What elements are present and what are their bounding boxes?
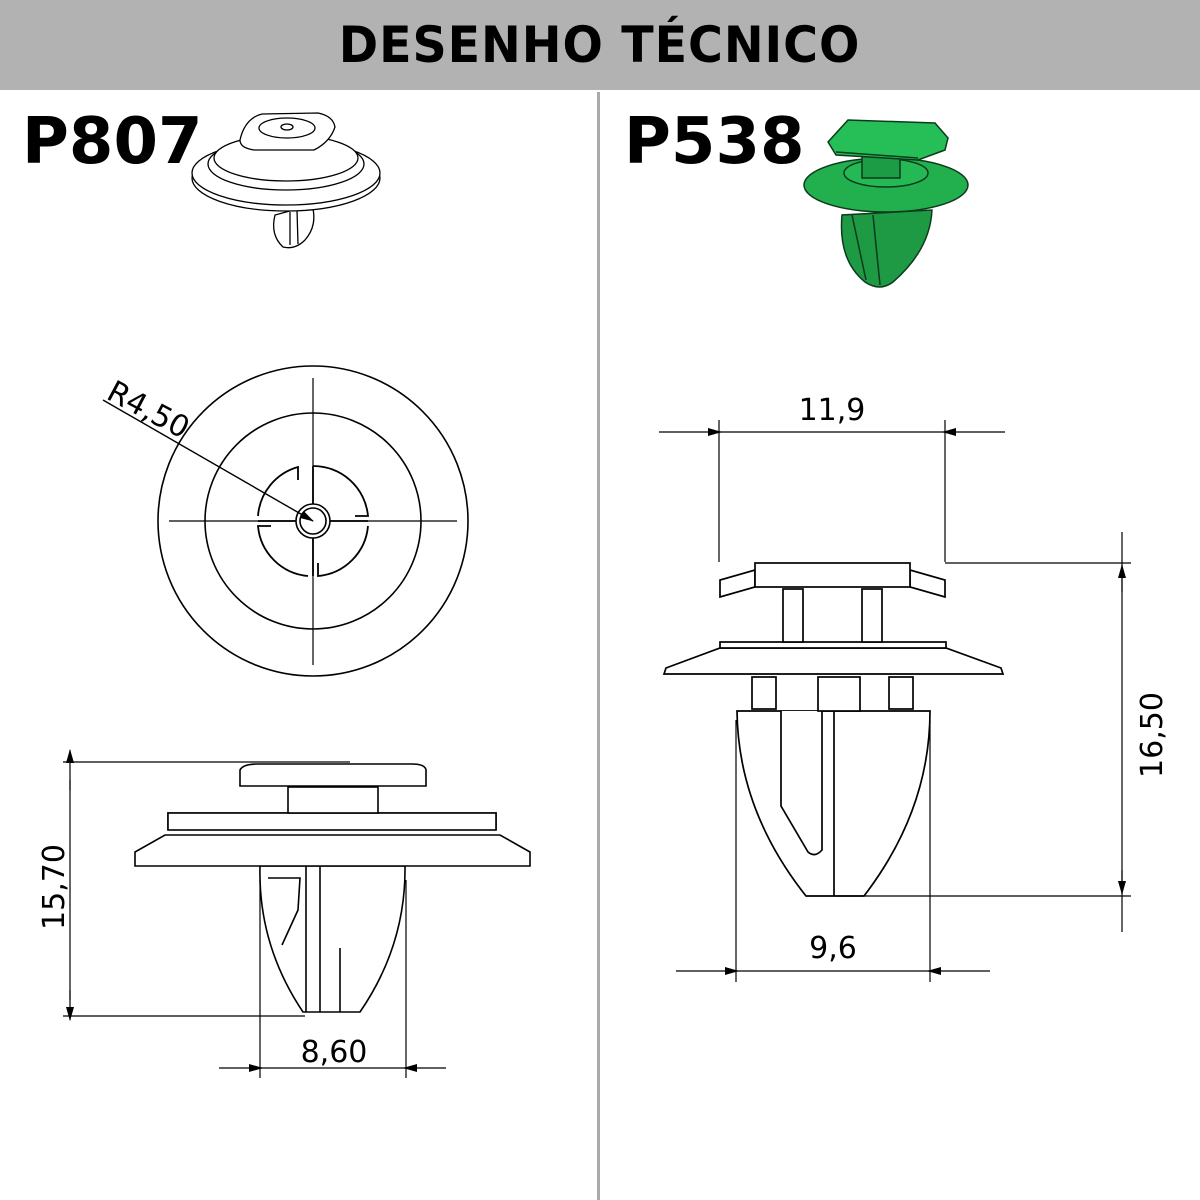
- p807-height-label: 15,70: [37, 844, 72, 930]
- p807-width-label: 8,60: [301, 1035, 368, 1070]
- p807-radius-label: R4,50: [101, 374, 195, 446]
- page-title: DESENHO TÉCNICO: [339, 16, 861, 74]
- p538-body-width-label: 9,6: [809, 931, 857, 966]
- p538-3d-icon: [803, 119, 969, 288]
- p807-top-view: [102, 365, 469, 677]
- p538-height-label: 16,50: [1135, 692, 1170, 778]
- p538-side-view: [662, 562, 1005, 897]
- p538-dimensions: [659, 420, 1131, 982]
- p807-3d-icon: [191, 112, 381, 249]
- p807-dimensions: [63, 749, 446, 1078]
- p538-head-width-label: 11,9: [799, 393, 866, 428]
- p807-side-view: [134, 763, 531, 1013]
- part-code-right: P538: [624, 105, 805, 179]
- header-banner: DESENHO TÉCNICO: [0, 0, 1200, 90]
- part-code-left: P807: [22, 105, 203, 179]
- column-divider: [597, 92, 600, 1200]
